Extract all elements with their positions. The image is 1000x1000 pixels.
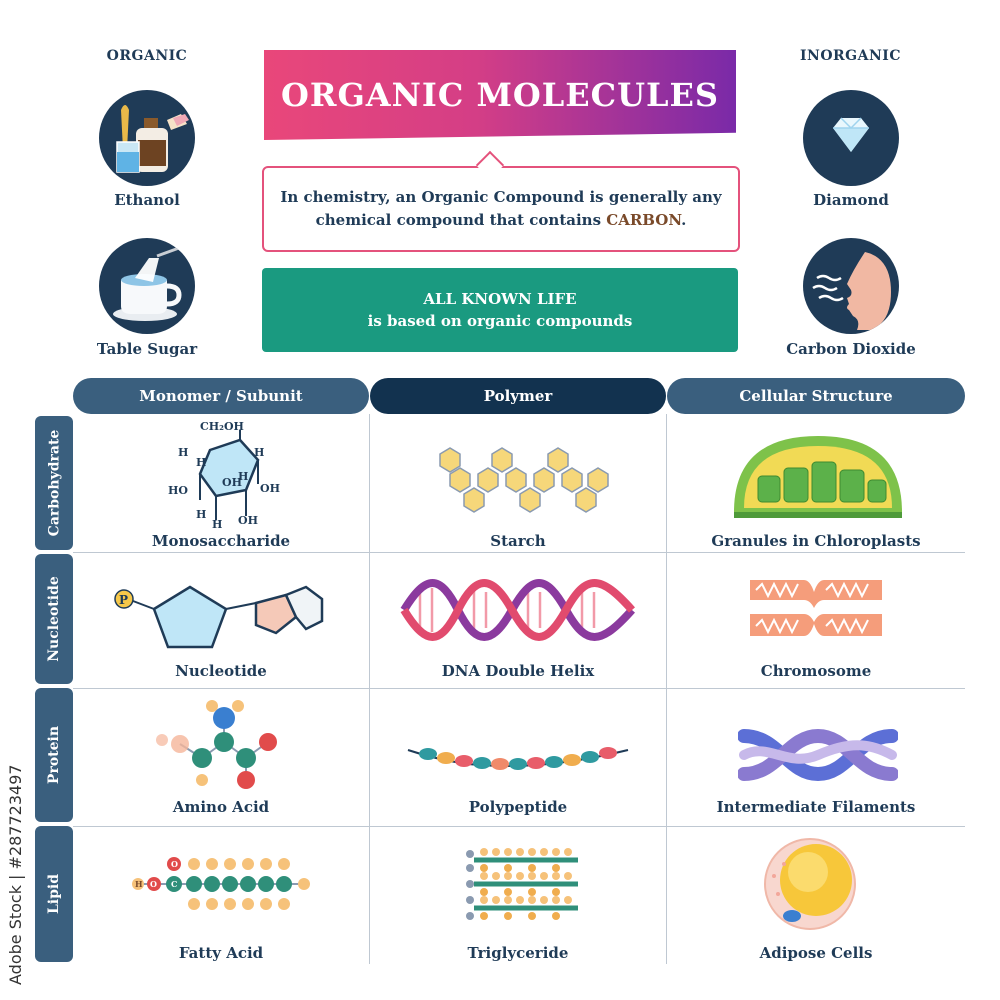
cell-label-starch: Starch xyxy=(490,532,546,550)
cell-label-triglyceride: Triglyceride xyxy=(467,944,569,962)
ho-label: HO xyxy=(168,484,188,497)
ch2oh-label: CH₂OH xyxy=(200,420,244,433)
cell-label-polypeptide: Polypeptide xyxy=(468,798,568,816)
grid-line xyxy=(73,688,965,689)
oh-label: OH xyxy=(260,482,280,495)
row-tab-nucleotide: Nucleotide xyxy=(35,554,73,684)
life-line-1: ALL KNOWN LIFE xyxy=(423,289,577,308)
column-header-cellular: Cellular Structure xyxy=(667,378,965,414)
h-label: H xyxy=(212,518,222,531)
diamond-icon xyxy=(803,90,899,186)
cell-label-chloroplasts: Granules in Chloroplasts xyxy=(711,532,921,550)
polypeptide-icon xyxy=(407,747,629,770)
monosaccharide-icon: CH₂OH H H H OH HO OH H H OH H xyxy=(168,420,280,531)
chromosome-icon xyxy=(750,580,882,636)
cell-label-chromosome: Chromosome xyxy=(760,662,872,680)
row-label-protein: Protein xyxy=(46,725,62,785)
title-banner: ORGANIC MOLECULES xyxy=(264,50,736,140)
chloroplast-icon xyxy=(734,436,902,518)
h-label: H xyxy=(178,446,188,459)
h-label: H xyxy=(196,456,206,469)
row-tab-carbohydrate: Carbohydrate xyxy=(35,416,73,550)
triglyceride-icon xyxy=(466,848,578,920)
dna-helix-icon xyxy=(400,579,635,641)
carbon-label: C xyxy=(171,879,177,889)
exhale-face-icon xyxy=(803,238,899,334)
grid-line xyxy=(666,414,667,964)
amino-acid-icon xyxy=(156,700,277,789)
phosphate-label: P xyxy=(119,593,128,607)
carbon-dioxide-label: Carbon Dioxide xyxy=(786,340,916,358)
life-line-2: is based on organic compounds xyxy=(367,312,633,330)
cell-label-adipose: Adipose Cells xyxy=(759,944,873,962)
cell-label-dna: DNA Double Helix xyxy=(441,662,595,680)
cell-label-amino-acid: Amino Acid xyxy=(172,798,270,816)
definition-line-1: In chemistry, an Organic Compound is gen… xyxy=(280,187,722,206)
grid-line xyxy=(369,414,370,964)
intermediate-filaments-icon xyxy=(738,728,898,782)
grid-line xyxy=(73,552,965,553)
ethanol-bottle-icon xyxy=(99,90,195,186)
table-sugar-label: Table Sugar xyxy=(96,340,198,358)
cell-label-nucleotide: Nucleotide xyxy=(175,662,267,680)
diamond-label: Diamond xyxy=(813,191,889,209)
row-label-carbohydrate: Carbohydrate xyxy=(46,429,63,537)
inorganic-heading: INORGANIC xyxy=(800,48,901,64)
row-label-nucleotide: Nucleotide xyxy=(46,576,63,662)
row-tab-protein: Protein xyxy=(35,688,73,822)
adipose-cell-icon xyxy=(764,838,856,930)
cell-label-monosaccharide: Monosaccharide xyxy=(151,532,291,550)
definition-box: In chemistry, an Organic Compound is gen… xyxy=(262,166,740,252)
h-label: H xyxy=(238,470,248,483)
h-label: H xyxy=(196,508,206,521)
organic-heading: ORGANIC xyxy=(106,48,188,64)
definition-line-2-prefix: chemical compound that contains xyxy=(315,211,607,229)
row-label-lipid: Lipid xyxy=(46,873,62,915)
grid-line xyxy=(73,826,965,827)
row-tab-lipid: Lipid xyxy=(35,826,73,962)
life-box: ALL KNOWN LIFE is based on organic compo… xyxy=(262,268,738,352)
stock-id-text: Adobe Stock | #287723497 xyxy=(6,764,25,985)
column-header-polymer: Polymer xyxy=(370,378,666,414)
cell-label-fatty-acid: Fatty Acid xyxy=(178,944,264,962)
page-title: ORGANIC MOLECULES xyxy=(280,76,719,114)
oh-label: OH xyxy=(238,514,258,527)
starch-icon xyxy=(439,447,609,513)
carbon-highlight: CARBON xyxy=(606,211,682,229)
sugar-cup-icon xyxy=(99,238,195,334)
nucleotide-icon: P xyxy=(114,585,324,649)
definition-line-2-suffix: . xyxy=(681,211,687,229)
column-header-monomer: Monomer / Subunit xyxy=(73,378,369,414)
ethanol-label: Ethanol xyxy=(114,191,180,209)
oh-label: OH xyxy=(222,476,242,489)
hydrogen-label: H xyxy=(135,879,143,889)
oxygen-label: O xyxy=(150,879,157,889)
cell-label-filaments: Intermediate Filaments xyxy=(716,798,916,816)
fatty-acid-icon: H O C O xyxy=(132,857,310,910)
h-label: H xyxy=(254,446,264,459)
oxygen-label: O xyxy=(171,859,178,869)
